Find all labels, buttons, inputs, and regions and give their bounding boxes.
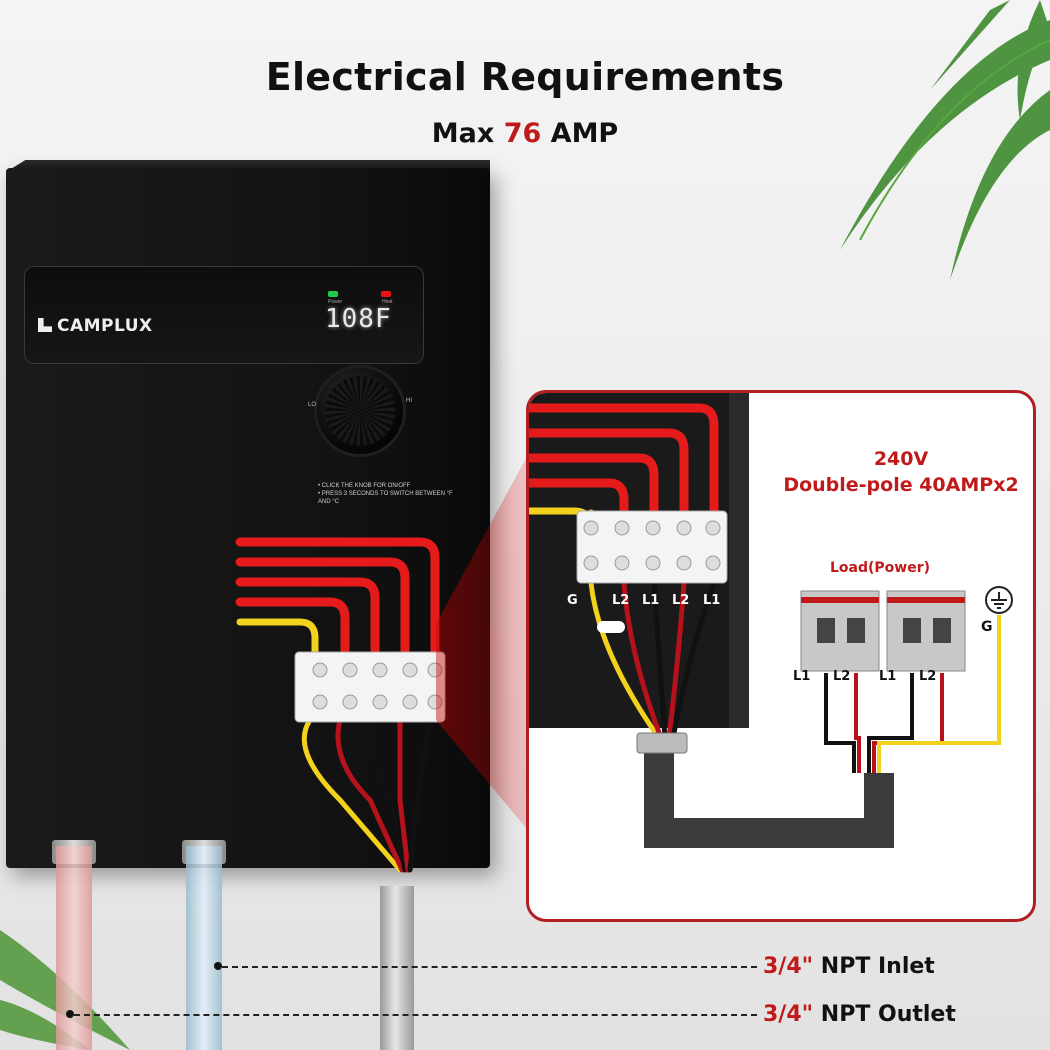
temperature-knob[interactable]: [317, 368, 403, 454]
temperature-display: 108F: [325, 304, 392, 334]
knob-lo-label: LO: [308, 402, 317, 408]
max-amp-subtitle: Max 76 AMP: [0, 118, 1050, 149]
led-power-label: Power: [328, 299, 343, 305]
instruction-line-1: • CLICK THE KNOB FOR ON/OFF: [318, 483, 411, 489]
led-heat-label: Heat: [382, 299, 393, 305]
terminal-label: G: [567, 593, 578, 608]
terminal-label: L2: [672, 593, 690, 608]
instruction-line-2: • PRESS 3 SECONDS TO SWITCH BETWEEN °F A…: [318, 491, 453, 505]
power-led-icon: [328, 291, 338, 297]
subtitle-amp-value: 76: [503, 118, 542, 149]
outlet-callout: 3/4" NPT Outlet: [763, 1002, 956, 1027]
brand-logo: CAMPLUX: [38, 316, 153, 336]
electrical-conduit: [380, 886, 414, 1050]
inset-title: 240V Double-pole 40AMPx2: [776, 446, 1026, 498]
wiring-diagram-inset: G L2 L1 L2 L1 L1 L2 L1 L2 G: [526, 390, 1036, 922]
brand-name: CAMPLUX: [57, 316, 153, 336]
knob-instructions: • CLICK THE KNOB FOR ON/OFF • PRESS 3 SE…: [318, 482, 458, 506]
brand-mark-icon: [38, 318, 52, 332]
ground-label: G: [981, 619, 993, 635]
heat-led-icon: [381, 291, 391, 297]
terminal-label: L1: [703, 593, 721, 608]
hot-water-pipe: [56, 846, 92, 1050]
palm-leaf-decoration: [840, 0, 1050, 280]
breaker-label: L1: [793, 669, 811, 684]
control-panel: [24, 266, 424, 364]
inlet-callout: 3/4" NPT Inlet: [763, 954, 935, 979]
breaker-label: L2: [919, 669, 937, 684]
subtitle-prefix: Max: [431, 118, 495, 149]
outlet-leader-line: [74, 1014, 757, 1016]
outlet-lead-dot: [66, 1010, 74, 1018]
breaker-label: L1: [879, 669, 897, 684]
inlet-size: 3/4": [763, 954, 814, 979]
breaker-spec-label: Double-pole 40AMPx2: [783, 474, 1019, 496]
wiring-diagram-svg: [529, 393, 1013, 848]
outlet-text: NPT Outlet: [820, 1002, 956, 1027]
terminal-label: L2: [612, 593, 630, 608]
cold-water-pipe: [186, 846, 222, 1050]
breaker-label: L2: [833, 669, 851, 684]
inlet-text: NPT Inlet: [820, 954, 935, 979]
terminal-label: L1: [642, 593, 660, 608]
voltage-label: 240V: [873, 448, 929, 470]
subtitle-suffix: AMP: [550, 118, 619, 149]
inlet-lead-dot: [214, 962, 222, 970]
inlet-leader-line: [222, 966, 757, 968]
page-title: Electrical Requirements: [265, 55, 785, 99]
outlet-size: 3/4": [763, 1002, 814, 1027]
knob-hi-label: HI: [406, 398, 412, 404]
unit-wiring-illustration: [235, 537, 446, 873]
load-power-label: Load(Power): [829, 560, 931, 576]
